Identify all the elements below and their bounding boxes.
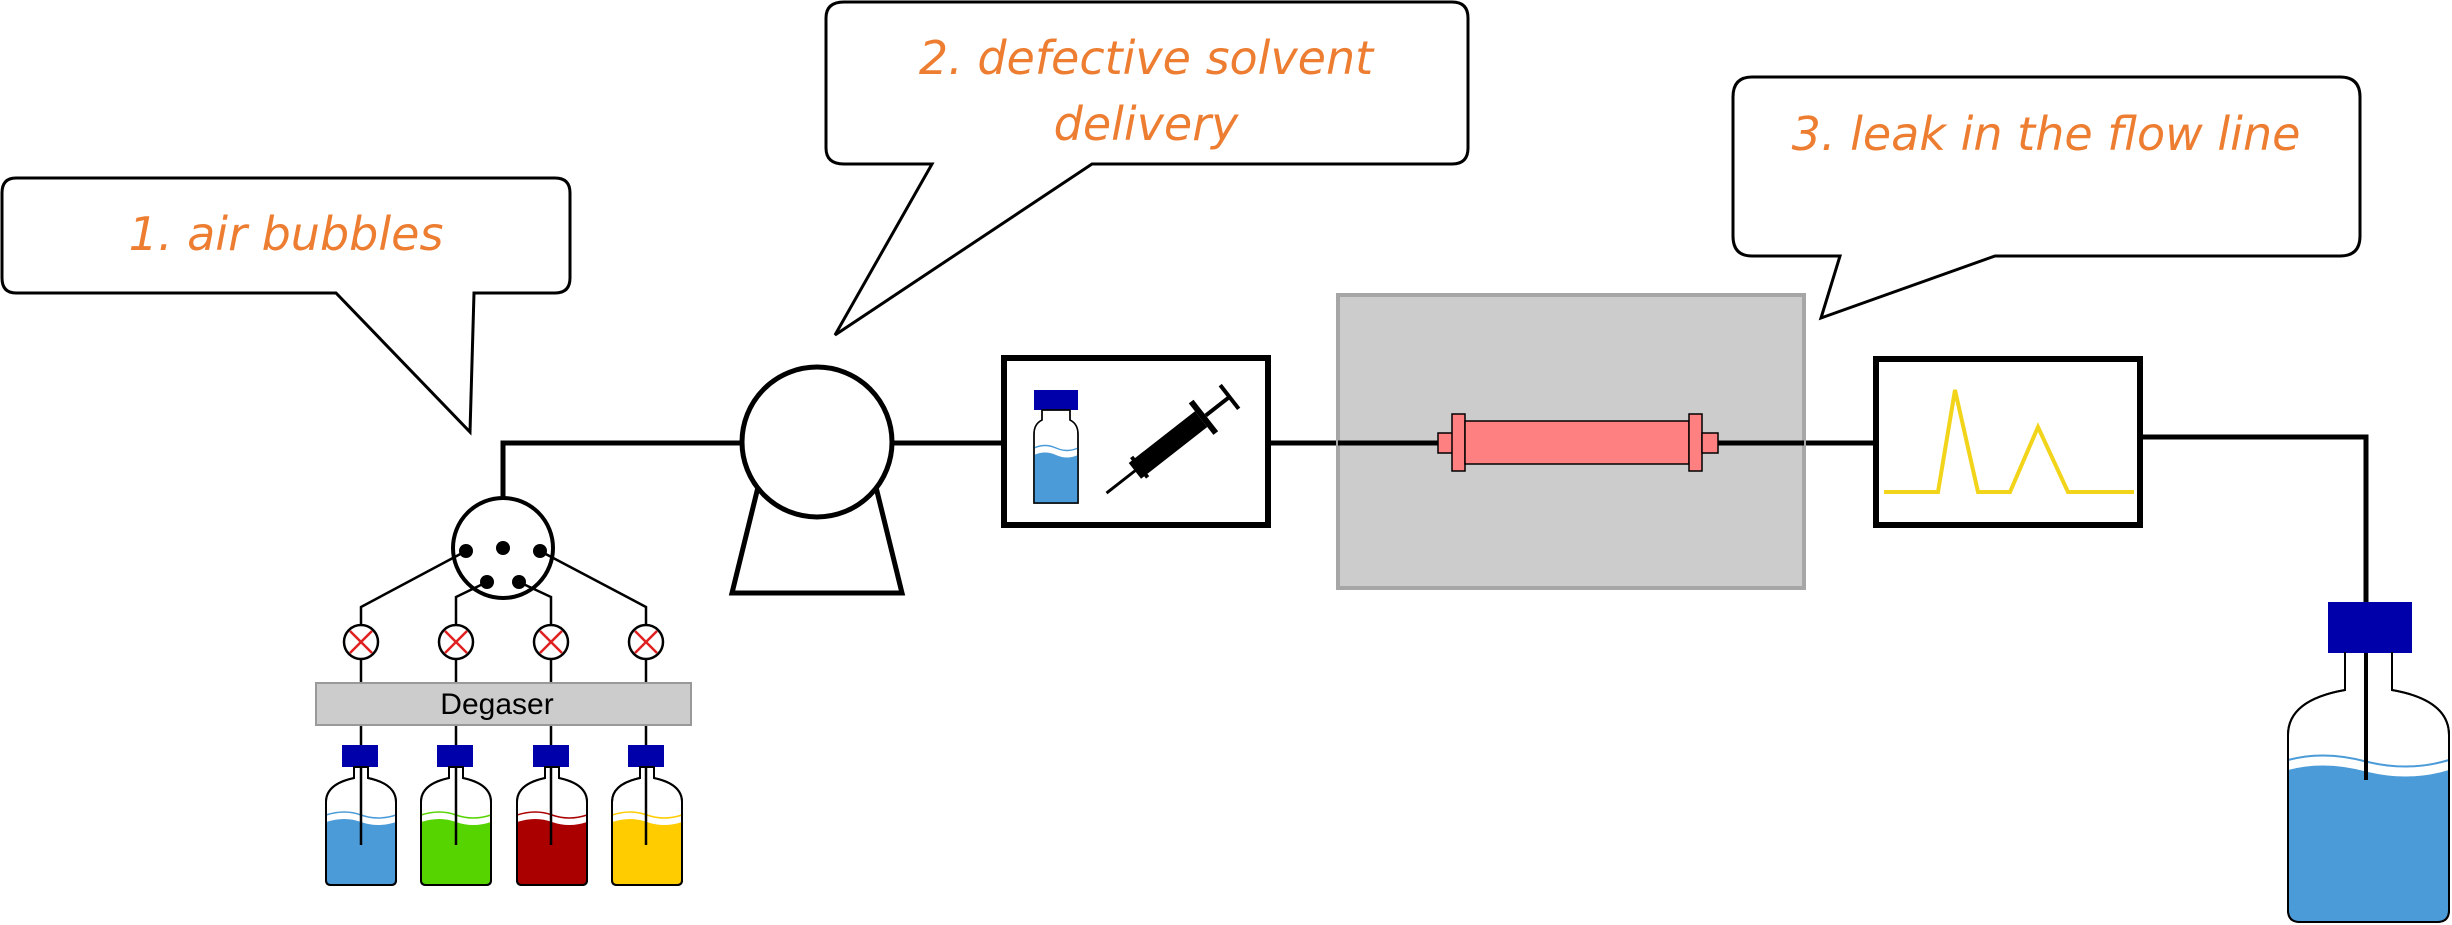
solvent-bottle-green xyxy=(420,745,492,886)
column-icon xyxy=(1437,413,1719,472)
callout-leak: 3. leak in the flow line xyxy=(1731,75,2362,321)
detector-icon xyxy=(1873,356,2143,528)
solenoid-valve-3-icon xyxy=(532,623,570,661)
callout-air-bubbles-text: 1. air bubbles xyxy=(129,207,444,261)
solvent-bottle-yellow xyxy=(611,745,683,886)
callout-solvent-delivery-text-line2: delivery xyxy=(1054,97,1239,151)
waste-bottle-icon xyxy=(2287,602,2450,923)
mixing-valve-icon xyxy=(451,496,555,600)
solvent-bottle-red xyxy=(516,745,588,886)
callout-leak-text: 3. leak in the flow line xyxy=(1792,107,2301,161)
degaser-label: Degaser xyxy=(440,688,553,721)
callout-solvent-delivery: 2. defective solvent delivery xyxy=(824,0,1470,337)
solenoid-valve-4-icon xyxy=(627,623,665,661)
solvent-bottle-blue xyxy=(325,745,397,886)
callout-solvent-delivery-text-line1: 2. defective solvent xyxy=(919,31,1375,85)
chromatogram-trace xyxy=(1884,389,2134,494)
autosampler-icon xyxy=(1001,355,1271,528)
pump-icon xyxy=(728,364,906,596)
solenoid-valve-2-icon xyxy=(437,623,475,661)
callout-air-bubbles: 1. air bubbles xyxy=(0,176,572,436)
degaser: Degaser xyxy=(315,682,692,726)
flow-line-detector-to-waste xyxy=(2140,434,2369,605)
sample-vial-icon xyxy=(1033,390,1079,504)
solenoid-valve-1-icon xyxy=(342,623,380,661)
syringe-icon xyxy=(1105,383,1241,495)
